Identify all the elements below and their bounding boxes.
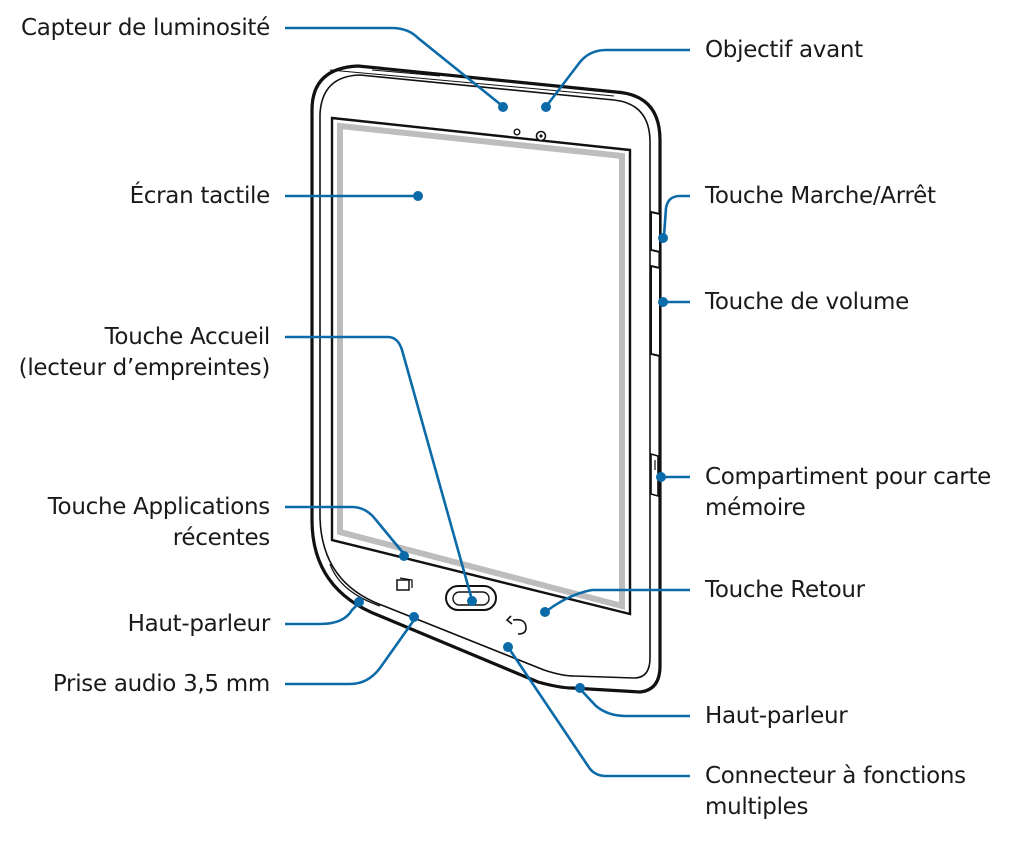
label-power-key: Touche Marche/Arrêt <box>705 183 936 209</box>
label-recents-key-line1: Touche Applications <box>47 494 271 520</box>
recent-apps-icon <box>396 577 413 591</box>
label-multipurpose-jack-line1: Connecteur à fonctions <box>705 763 966 789</box>
label-back-key: Touche Retour <box>705 577 865 603</box>
label-multipurpose-jack-line2: multiples <box>705 794 809 820</box>
side-keys <box>650 210 661 498</box>
label-home-key: Touche Accueil (lecteur d’empreintes) <box>18 322 271 384</box>
label-recents-key-line2: récentes <box>172 525 271 551</box>
label-speaker-right: Haut-parleur <box>705 703 848 729</box>
label-recents-key: Touche Applications récentes <box>47 492 271 554</box>
label-memory-card-line2: mémoire <box>705 495 806 521</box>
label-memory-card-line1: Compartiment pour carte <box>705 464 992 490</box>
label-audio-jack: Prise audio 3,5 mm <box>52 671 270 697</box>
leader-lines <box>285 26 690 778</box>
label-multipurpose-jack: Connecteur à fonctions multiples <box>705 761 966 823</box>
label-front-camera: Objectif avant <box>705 37 863 63</box>
back-arrow-icon <box>505 615 527 635</box>
label-touchscreen: Écran tactile <box>129 183 271 209</box>
label-home-key-line2: (lecteur d’empreintes) <box>18 355 271 381</box>
front-camera-icon <box>535 130 547 142</box>
label-light-sensor: Capteur de luminosité <box>21 15 270 41</box>
light-sensor-icon <box>513 128 521 136</box>
screen <box>330 116 632 616</box>
label-home-key-line1: Touche Accueil <box>104 324 271 350</box>
label-speaker-left: Haut-parleur <box>127 611 271 637</box>
label-memory-card: Compartiment pour carte mémoire <box>705 462 991 524</box>
label-volume-key: Touche de volume <box>705 289 909 315</box>
